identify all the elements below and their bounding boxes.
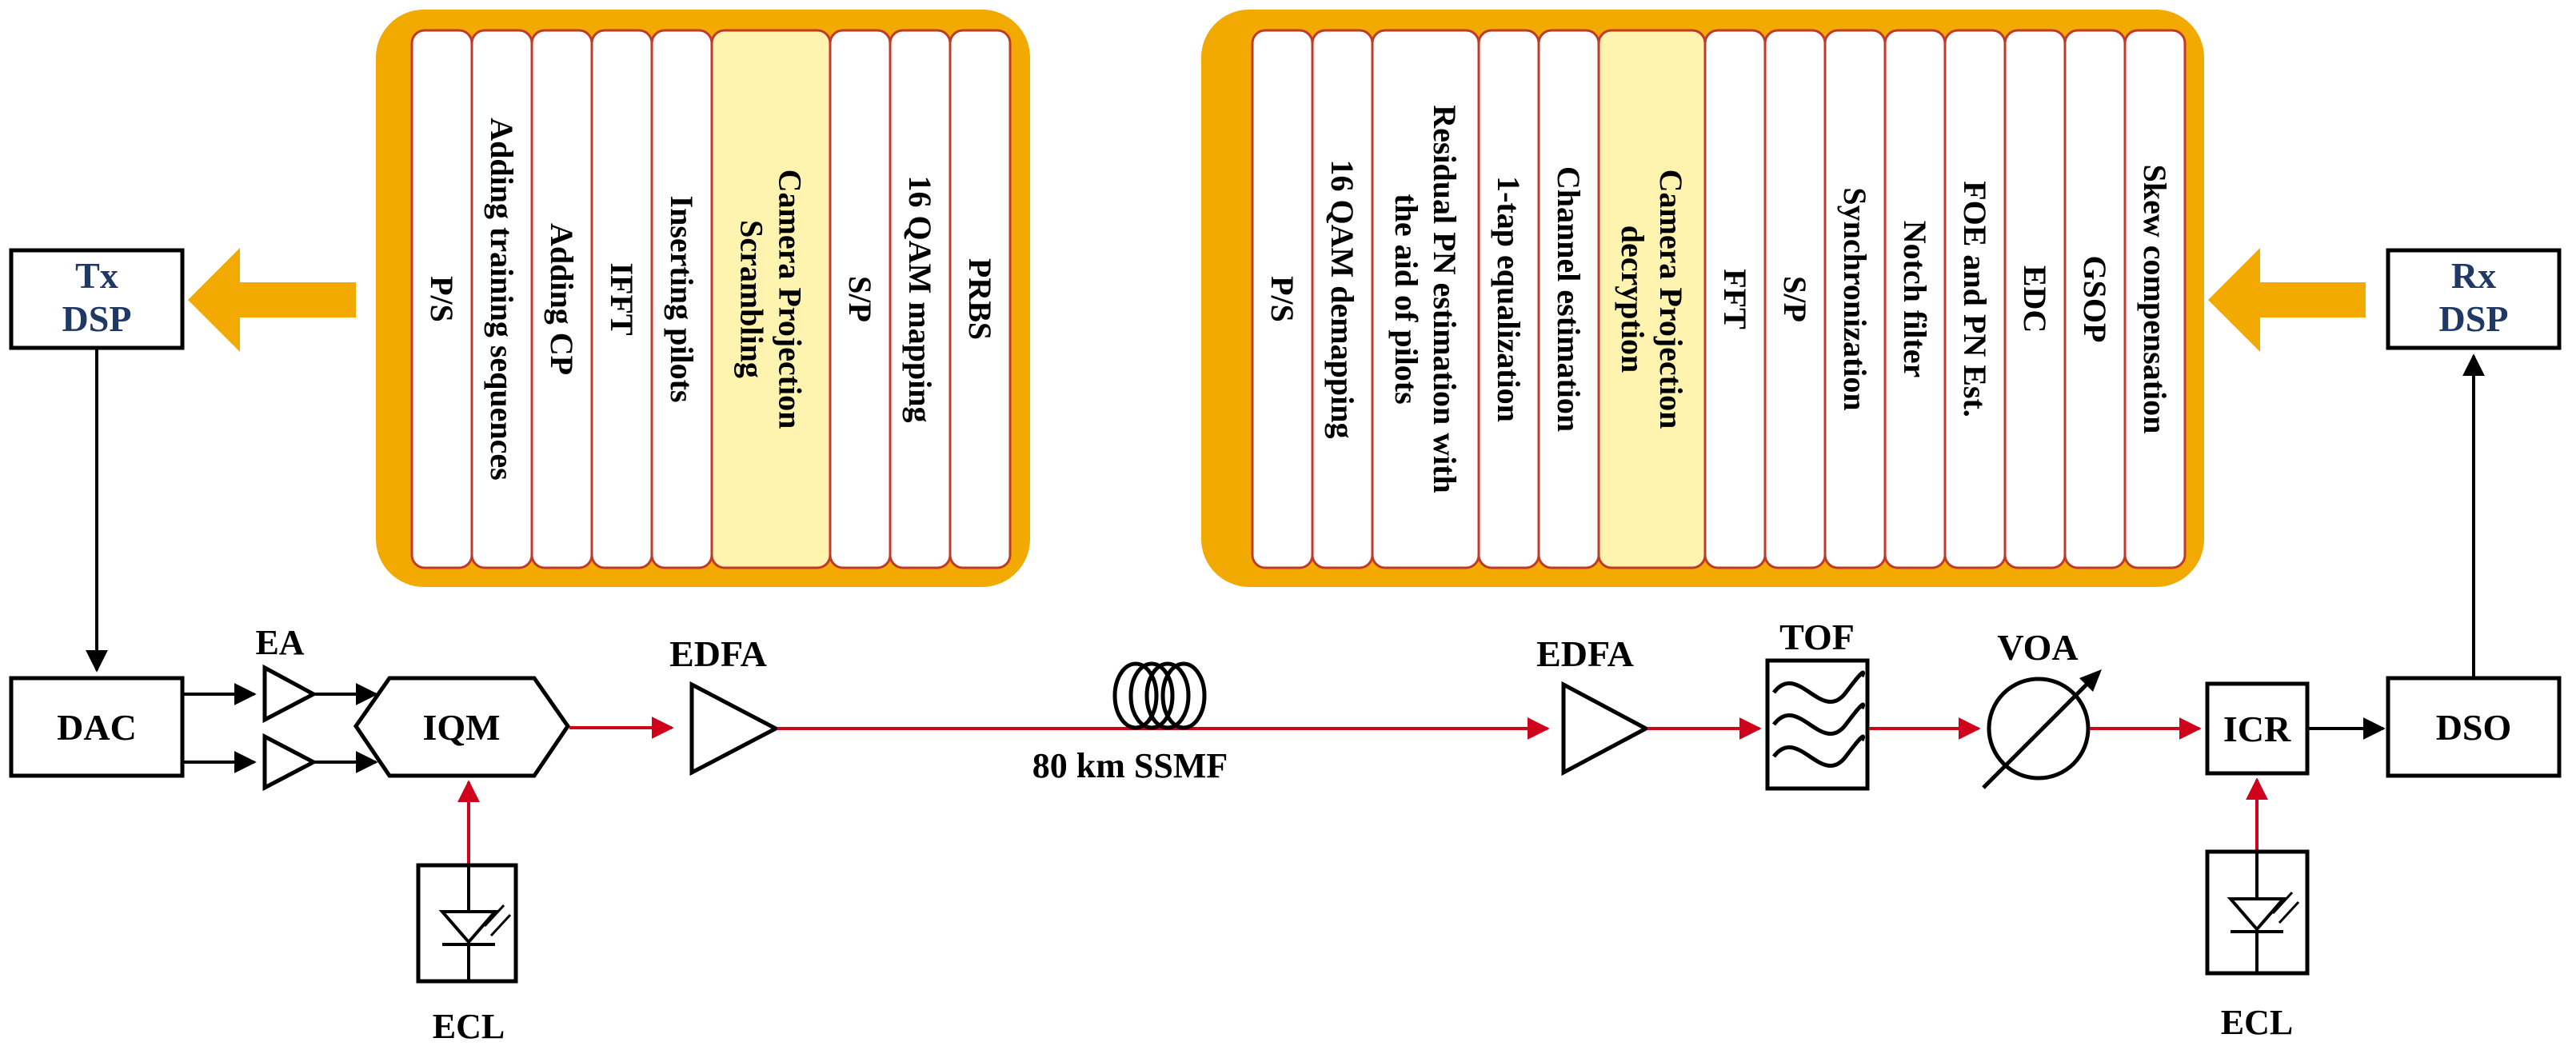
rx-dsp-step-9-label: decryption (1615, 226, 1651, 373)
ea-amplifier-bottom-icon (262, 733, 318, 792)
tx-dsp-label-line2: DSP (62, 298, 132, 339)
tof-label: TOF (1779, 617, 1855, 657)
ecl-tx-laser (416, 863, 518, 984)
dac-box (9, 676, 185, 778)
tx-dsp-step-1-label: PRBS (962, 258, 998, 340)
icr-label: ICR (2223, 709, 2291, 749)
rx-dsp-steps: Skew compensation GSOP EDC FOE and PN Est. N… (1251, 29, 2187, 569)
tx-dsp-step-9-label: P/S (424, 276, 460, 322)
tx-dsp-step-4-label: Camera Projection (773, 170, 809, 429)
rx-dsp-label-line1: Rx (2451, 255, 2496, 296)
rx-dsp-step-12-label: Residual PN estimation with (1427, 105, 1463, 493)
rx-dsp-step-4-label: FOE and PN Est. (1957, 181, 1993, 417)
icr-box (2205, 681, 2310, 776)
edfa-rx-amplifier-icon (1561, 681, 1651, 777)
rx-dsp-step-6-label: Synchronization (1837, 187, 1873, 410)
rx-dsp-label-line2: DSP (2439, 298, 2509, 339)
tx-dsp-step-5-label: Inserting pilots (664, 196, 700, 403)
tx-dsp-step-2-label: 16 QAM mapping (902, 176, 938, 423)
rx-dsp-step-5-label: Notch filter (1897, 221, 1933, 378)
iqm-modulator (353, 676, 571, 778)
tx-dsp-step-6-label: IFFT (604, 262, 640, 335)
tx-dsp-step-7-label: Adding CP (544, 223, 580, 375)
ecl-rx-label: ECL (2221, 1003, 2293, 1042)
rx-dsp-step-11-label: 1-tap equalization (1491, 176, 1527, 422)
rx-dsp-step-1-label: Skew compensation (2137, 165, 2173, 434)
tx-dsp-step-4 (710, 29, 832, 569)
voa-label: VOA (1997, 627, 2078, 668)
rx-dsp-step-13-label: 16 QAM demapping (1324, 160, 1360, 439)
tx-dsp-box (9, 248, 185, 350)
fiber-coil-icon (1112, 661, 1207, 730)
dac-label: DAC (57, 707, 137, 748)
rx-dsp-step-7-label: S/P (1777, 276, 1813, 322)
edfa-tx-amplifier-icon (689, 681, 781, 777)
rx-dsp-step-12-label: the aid of pilots (1388, 194, 1424, 404)
rx-dsp-step-3-label: EDC (2017, 265, 2053, 333)
dso-box (2386, 676, 2562, 778)
rx-dsp-box (2386, 248, 2562, 350)
rx-dsp-step-9-label: Camera Projection (1653, 170, 1689, 429)
fiber-label: 80 km SSMF (1032, 746, 1228, 785)
edfa-rx-label: EDFA (1536, 633, 1634, 674)
edfa-tx-label: EDFA (669, 633, 767, 674)
rx-dsp-step-14 (1251, 29, 1314, 569)
ea-amplifier-top-icon (262, 664, 318, 724)
tx-dsp-step-3-label: S/P (842, 276, 878, 322)
tx-dsp-step-8-label: Adding training sequences (484, 118, 520, 480)
ecl-tx-label: ECL (433, 1007, 505, 1046)
voa-attenuator-icon (1982, 669, 2102, 789)
tx-dsp-label-line1: Tx (75, 255, 118, 296)
tx-dsp-arrow (188, 248, 356, 352)
tx-dsp-steps: PRBS 16 QAM mapping S/P Camera ProjectionSc… (410, 29, 1012, 569)
ea-label: EA (255, 623, 304, 662)
rx-dsp-step-2-label: GSOP (2077, 256, 2113, 343)
rx-dsp-step-8-label: FFT (1717, 269, 1753, 329)
tof-filter-icon (1765, 658, 1870, 791)
dso-label: DSO (2436, 707, 2512, 748)
rx-dsp-arrow (2208, 248, 2366, 352)
ecl-rx-laser (2205, 849, 2310, 976)
rx-dsp-step-14-label: P/S (1264, 276, 1300, 322)
iqm-label: IQM (422, 707, 500, 748)
tx-dsp-step-4-label: Scrambling (734, 220, 770, 378)
rx-dsp-step-10-label: Channel estimation (1551, 166, 1587, 432)
tx-dsp-step-9 (410, 29, 473, 569)
